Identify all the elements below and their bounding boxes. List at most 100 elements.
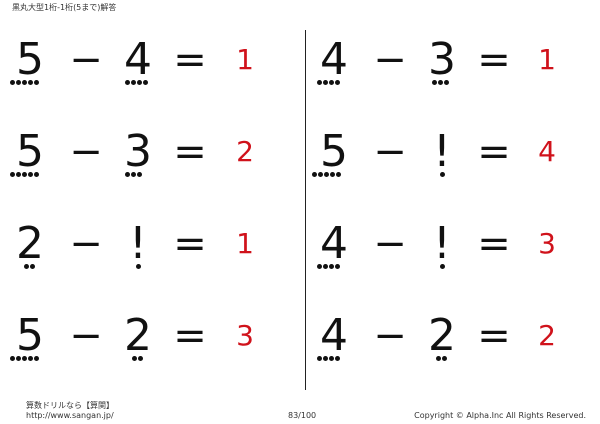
subtrahend-dots xyxy=(440,172,445,178)
counting-dot xyxy=(317,264,322,269)
minuend: 5 xyxy=(16,126,44,177)
counting-dot xyxy=(143,80,148,85)
equals-sign: = xyxy=(173,37,207,83)
counting-dot xyxy=(131,80,136,85)
counting-dot xyxy=(16,356,21,361)
counting-dot xyxy=(440,172,445,177)
counting-dot xyxy=(324,172,329,177)
counting-dot xyxy=(34,80,39,85)
counting-dot xyxy=(10,172,15,177)
minus-sign: − xyxy=(69,221,103,267)
answer: 3 xyxy=(538,227,556,260)
counting-dot xyxy=(28,80,33,85)
counting-dot xyxy=(318,172,323,177)
counting-dot xyxy=(335,80,340,85)
subtrahend-dots xyxy=(440,264,445,270)
minus-sign: − xyxy=(373,129,407,175)
footer-brand: 算数ドリルなら【算関】 xyxy=(26,401,114,410)
problem-7: 5 − 2 = 3 xyxy=(0,300,295,392)
minus-sign: − xyxy=(69,313,103,359)
answer: 4 xyxy=(538,135,556,168)
subtrahend-dots xyxy=(132,356,143,362)
minuend: 5 xyxy=(16,34,44,85)
counting-dot xyxy=(335,356,340,361)
problem-6: 4 − ! = 3 xyxy=(304,208,599,300)
minuend: 4 xyxy=(320,310,348,361)
minus-sign: − xyxy=(373,37,407,83)
counting-dot xyxy=(317,356,322,361)
counting-dot xyxy=(10,80,15,85)
subtrahend: 2 xyxy=(124,310,152,361)
counting-dot xyxy=(329,356,334,361)
counting-dot xyxy=(323,264,328,269)
counting-dot xyxy=(125,80,130,85)
problem-4: 5 − ! = 4 xyxy=(304,116,599,208)
minuend: 4 xyxy=(320,218,348,269)
answer: 1 xyxy=(236,43,254,76)
equals-sign: = xyxy=(477,221,511,267)
equals-sign: = xyxy=(173,129,207,175)
equals-sign: = xyxy=(477,37,511,83)
subtrahend: 3 xyxy=(124,126,152,177)
answer: 1 xyxy=(236,227,254,260)
counting-dot xyxy=(24,264,29,269)
counting-dot xyxy=(335,264,340,269)
subtrahend: 4 xyxy=(124,34,152,85)
counting-dot xyxy=(30,264,35,269)
counting-dot xyxy=(432,80,437,85)
minuend-dots xyxy=(317,356,340,362)
answer: 2 xyxy=(236,135,254,168)
counting-dot xyxy=(444,80,449,85)
counting-dot xyxy=(125,172,130,177)
minus-sign: − xyxy=(373,221,407,267)
subtrahend: 2 xyxy=(428,310,456,361)
answer: 1 xyxy=(538,43,556,76)
subtrahend: ! xyxy=(129,218,147,269)
counting-dot xyxy=(137,172,142,177)
left-column: 5 − 4 = 1 5 − 3 = 2 2 − ! = 1 5 − 2 = 3 xyxy=(0,24,295,392)
counting-dot xyxy=(22,356,27,361)
minuend: 2 xyxy=(16,218,44,269)
subtrahend: ! xyxy=(433,218,451,269)
subtrahend-dots xyxy=(136,264,141,270)
problem-5: 2 − ! = 1 xyxy=(0,208,295,300)
minus-sign: − xyxy=(69,129,103,175)
counting-dot xyxy=(438,80,443,85)
problem-2: 4 − 3 = 1 xyxy=(304,24,599,116)
counting-dot xyxy=(131,172,136,177)
counting-dot xyxy=(440,264,445,269)
equals-sign: = xyxy=(477,313,511,359)
counting-dot xyxy=(329,264,334,269)
footer-brand-block: 算数ドリルなら【算関】 http://www.sangan.jp/ xyxy=(26,401,114,421)
minuend: 5 xyxy=(16,310,44,361)
minuend-dots xyxy=(312,172,341,178)
counting-dot xyxy=(312,172,317,177)
minuend-dots xyxy=(317,80,340,86)
minuend-dots xyxy=(317,264,340,270)
subtrahend-dots xyxy=(432,80,449,86)
counting-dot xyxy=(136,264,141,269)
counting-dot xyxy=(137,80,142,85)
minuend: 5 xyxy=(320,126,348,177)
counting-dot xyxy=(323,356,328,361)
counting-dot xyxy=(329,80,334,85)
counting-dot xyxy=(138,356,143,361)
minuend: 4 xyxy=(320,34,348,85)
counting-dot xyxy=(436,356,441,361)
minuend-dots xyxy=(10,80,39,86)
right-column: 4 − 3 = 1 5 − ! = 4 4 − ! = 3 4 − 2 = 2 xyxy=(304,24,599,392)
subtrahend-dots xyxy=(125,172,142,178)
problem-3: 5 − 3 = 2 xyxy=(0,116,295,208)
problem-1: 5 − 4 = 1 xyxy=(0,24,295,116)
counting-dot xyxy=(22,80,27,85)
minus-sign: − xyxy=(373,313,407,359)
equals-sign: = xyxy=(173,313,207,359)
counting-dot xyxy=(323,80,328,85)
counting-dot xyxy=(330,172,335,177)
counting-dot xyxy=(336,172,341,177)
equals-sign: = xyxy=(173,221,207,267)
counting-dot xyxy=(10,356,15,361)
answer: 3 xyxy=(236,319,254,352)
minuend-dots xyxy=(10,172,39,178)
footer-url[interactable]: http://www.sangan.jp/ xyxy=(26,411,114,420)
